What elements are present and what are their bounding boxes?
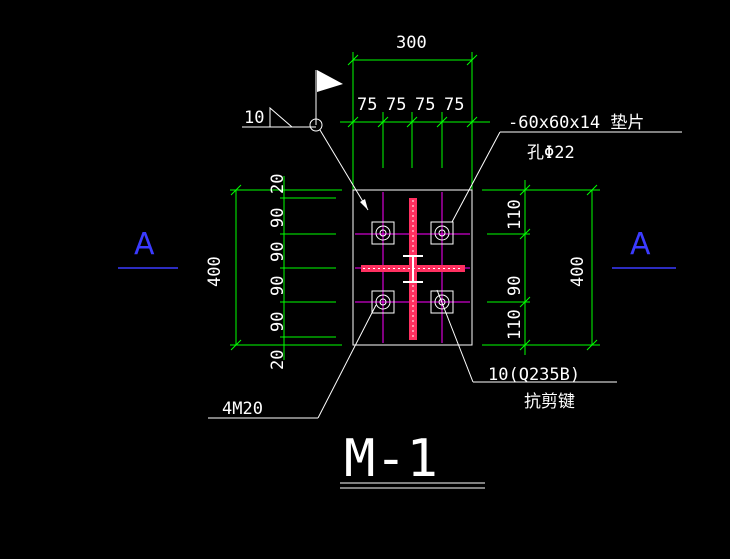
bolt-spacing-label-2: 75 <box>386 95 406 115</box>
anchor-bolts-label: 4M20 <box>222 399 263 419</box>
drawing-title: M-1 <box>344 429 438 489</box>
top-dimensions <box>340 52 490 190</box>
plate-width-label: 300 <box>396 33 427 53</box>
left-dim-3: 90 <box>268 242 288 262</box>
title-underline <box>340 482 485 489</box>
weld-size-label: 10 <box>244 108 264 128</box>
left-dim-2: 90 <box>268 208 288 228</box>
bolt-spacing-label-4: 75 <box>444 95 464 115</box>
left-dim-4: 90 <box>268 276 288 296</box>
bolt-spacing-label-1: 75 <box>357 95 377 115</box>
section-mark-right: A <box>630 227 651 262</box>
left-dim-5: 90 <box>268 312 288 332</box>
left-dimensions <box>230 176 342 360</box>
shear-key-grade-label: 10(Q235B) <box>488 365 580 385</box>
shear-key-label: 抗剪键 <box>524 392 575 412</box>
left-total-label: 400 <box>205 256 225 287</box>
right-total-label: 400 <box>568 256 588 287</box>
leader-lines <box>208 70 682 419</box>
left-dim-6: 20 <box>268 350 288 370</box>
hole-label: 孔Φ22 <box>527 143 575 163</box>
section-mark-left: A <box>134 227 155 262</box>
washer-label: -60x60x14 垫片 <box>508 113 644 133</box>
right-dim-3: 110 <box>505 309 525 340</box>
anchor-bolt-group <box>371 221 454 314</box>
shear-key-weld <box>361 198 465 340</box>
right-dim-1: 110 <box>505 199 525 230</box>
bolt-spacing-label-3: 75 <box>415 95 435 115</box>
right-dim-2: 90 <box>505 276 525 296</box>
right-dimensions <box>482 180 600 355</box>
left-dim-1: 20 <box>268 174 288 194</box>
